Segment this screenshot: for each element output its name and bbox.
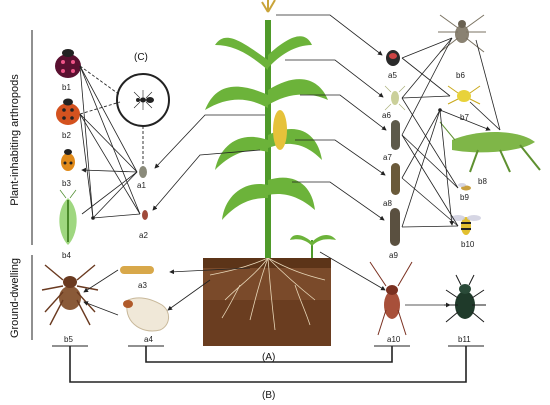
ground-dwelling-label: Ground-dwelling — [9, 258, 21, 338]
a3-label: a3 — [138, 281, 147, 290]
b2-ladybird-icon — [56, 98, 80, 125]
a9-caterpillar-icon — [390, 208, 400, 246]
a6-label: a6 — [382, 111, 391, 120]
b7-spider-icon — [447, 85, 481, 105]
b5-label: b5 — [64, 335, 73, 344]
a2-insect-icon — [142, 210, 148, 220]
ant-icon — [133, 90, 154, 110]
b10-wasp-icon — [451, 215, 481, 235]
b8-grasshopper-icon — [439, 121, 541, 173]
plant-to-herbivore-arrows — [276, 14, 387, 221]
b1-ladybird-icon — [55, 49, 81, 78]
b10-label: b10 — [461, 240, 475, 249]
a5-label: a5 — [388, 71, 397, 80]
a4-label: a4 — [144, 335, 153, 344]
soil-block — [203, 257, 331, 346]
b5-spider-icon — [41, 264, 99, 326]
a1-aphid-icon — [139, 166, 147, 178]
b6-spider-icon — [438, 14, 486, 53]
b4-label: b4 — [62, 251, 71, 260]
a1-label: a1 — [137, 181, 146, 190]
b1-label: b1 — [62, 83, 71, 92]
a7-caterpillar-icon — [391, 120, 400, 150]
b9-label: b9 — [460, 193, 469, 202]
b3-beetle-icon — [61, 149, 75, 171]
group-c-label: (C) — [134, 52, 148, 63]
b3-label: b3 — [62, 179, 71, 188]
ground-arrows — [83, 251, 451, 316]
b11-label: b11 — [458, 335, 471, 344]
a2-label: a2 — [139, 231, 148, 240]
a7-label: a7 — [383, 153, 392, 162]
a8-label: a8 — [383, 199, 392, 208]
b7-label: b7 — [460, 113, 469, 122]
a10-cricket-icon — [369, 261, 413, 336]
corn-plant — [205, 0, 336, 258]
a4-grub-icon — [123, 297, 169, 332]
corn-cob-icon — [273, 110, 287, 150]
right-web-lines — [401, 37, 501, 228]
a8-caterpillar-icon — [391, 163, 400, 195]
ant-dashed-lines — [79, 65, 144, 164]
b8-label: b8 — [478, 177, 487, 186]
a10-label: a10 — [387, 335, 401, 344]
b9-wasp-icon — [458, 183, 471, 191]
a9-label: a9 — [389, 251, 398, 260]
left-web-lines — [79, 65, 141, 219]
group-a-label: (A) — [262, 352, 275, 363]
b6-label: b6 — [456, 71, 465, 80]
a6-insect-icon — [384, 85, 406, 111]
b11-ground-beetle-icon — [444, 274, 486, 323]
a5-bug-icon — [386, 50, 400, 66]
group-brackets — [69, 346, 467, 383]
plant-inhabiting-label: Plant-inhabiting arthropods — [9, 74, 21, 206]
group-b-label: (B) — [262, 390, 275, 401]
a3-larva-icon — [120, 266, 154, 274]
b2-label: b2 — [62, 131, 71, 140]
b4-lacewing-icon — [59, 189, 77, 245]
